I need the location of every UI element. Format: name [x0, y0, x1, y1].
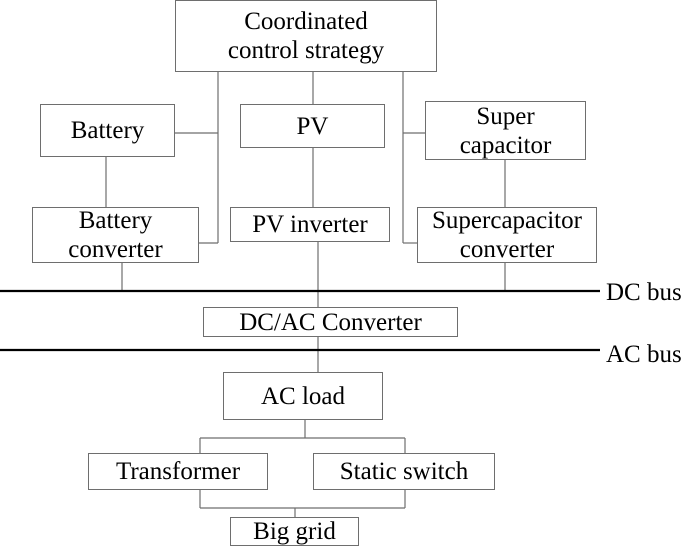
pv-label: PV: [296, 112, 329, 140]
supercap-line2: capacitor: [459, 131, 552, 159]
battery-converter-box: Battery converter: [32, 207, 199, 263]
dcac-converter-label: DC/AC Converter: [239, 308, 422, 336]
big-grid-label: Big grid: [253, 518, 336, 545]
supercap-line1: Super: [476, 102, 535, 130]
battery-converter-line1: Battery: [78, 207, 153, 234]
dcac-converter-box: DC/AC Converter: [203, 307, 458, 337]
coordinated-control-box: Coordinated control strategy: [175, 0, 437, 72]
ac-bus-label: AC bus: [606, 341, 682, 368]
battery-label: Battery: [70, 117, 145, 144]
pv-box: PV: [240, 104, 385, 148]
static-switch-label: Static switch: [339, 458, 469, 485]
battery-box: Battery: [40, 104, 175, 157]
battery-converter-line2: converter: [68, 236, 163, 263]
ac-load-box: AC load: [223, 372, 383, 420]
supercap-converter-line1: Supercapacitor: [432, 207, 582, 234]
transformer-label: Transformer: [115, 458, 241, 485]
transformer-box: Transformer: [88, 453, 268, 490]
static-switch-box: Static switch: [313, 453, 495, 490]
pv-inverter-label: PV inverter: [252, 211, 368, 238]
coordinated-control-line2: control strategy: [227, 37, 385, 64]
supercap-converter-line2: converter: [459, 236, 555, 263]
supercapacitor-converter-box: Supercapacitor converter: [417, 207, 597, 263]
coordinated-control-line1: Coordinated: [244, 8, 368, 35]
ac-load-label: AC load: [260, 382, 346, 410]
supercapacitor-box: Super capacitor: [425, 101, 586, 160]
pv-inverter-box: PV inverter: [230, 207, 390, 242]
big-grid-box: Big grid: [230, 517, 359, 546]
dc-bus-label: DC bus: [606, 279, 682, 306]
